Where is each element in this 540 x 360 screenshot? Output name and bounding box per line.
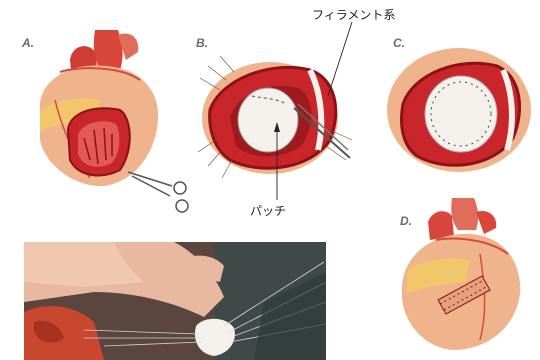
- panel-label-d: D.: [400, 214, 412, 228]
- panel-a: A.: [0, 0, 200, 220]
- surgical-photo-image: [24, 242, 326, 360]
- heart-illustration-b: [190, 0, 370, 230]
- panel-c: C.: [375, 0, 540, 200]
- callout-filament: フィラメント系: [312, 6, 395, 23]
- panel-b: B.: [190, 0, 370, 230]
- heart-illustration-c: [375, 0, 540, 200]
- panel-d: D.: [380, 190, 540, 360]
- surgical-photo: [24, 242, 326, 360]
- heart-illustration-a: [0, 0, 200, 220]
- panel-label-c: C.: [393, 36, 405, 50]
- panel-label-a: A.: [22, 36, 34, 50]
- callout-patch: パッチ: [250, 202, 286, 219]
- panel-label-b: B.: [196, 36, 208, 50]
